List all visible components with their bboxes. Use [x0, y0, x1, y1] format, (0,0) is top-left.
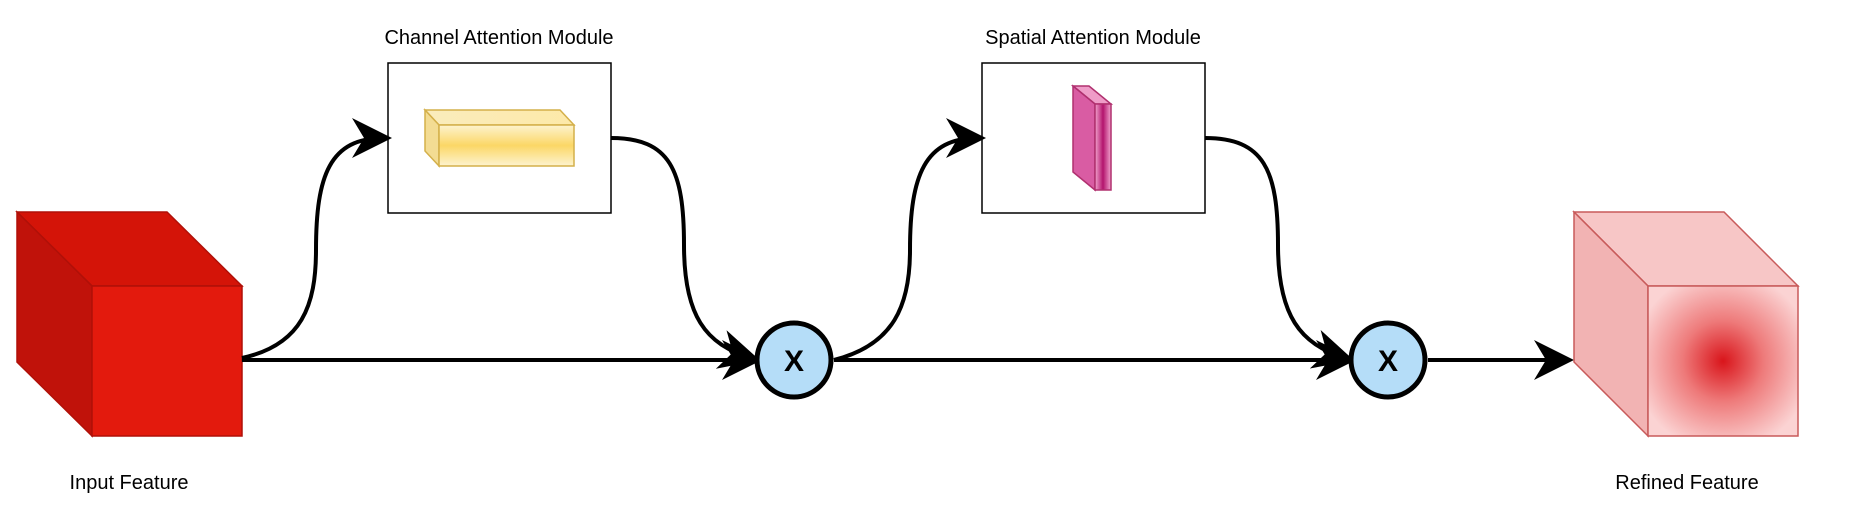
multiply-symbol-1: X: [784, 345, 804, 378]
multiply-node-1: X: [754, 320, 834, 400]
channel-attention-label: Channel Attention Module: [384, 27, 613, 49]
multiply-to-spatial-arrow: [833, 118, 986, 362]
spatial-attention-label: Spatial Attention Module: [985, 27, 1201, 49]
refined-cube-front: [1647, 285, 1799, 437]
input-feature-label: Input Feature: [70, 472, 189, 494]
spatial-to-multiply-arrow: [1204, 136, 1354, 369]
input-cube-front: [91, 285, 243, 437]
spatial-attention-bar: [1070, 84, 1114, 192]
channel-to-multiply-arrow: [610, 136, 760, 369]
refined-feature-label: Refined Feature: [1615, 472, 1758, 494]
channel-attention-bar: [423, 108, 576, 168]
input-feature-cube: [15, 210, 244, 438]
refined-feature-cube: [1572, 210, 1800, 438]
multiply-node-2: X: [1348, 320, 1428, 400]
input-to-channel-arrow: [241, 118, 392, 360]
multiply-symbol-2: X: [1378, 345, 1398, 378]
